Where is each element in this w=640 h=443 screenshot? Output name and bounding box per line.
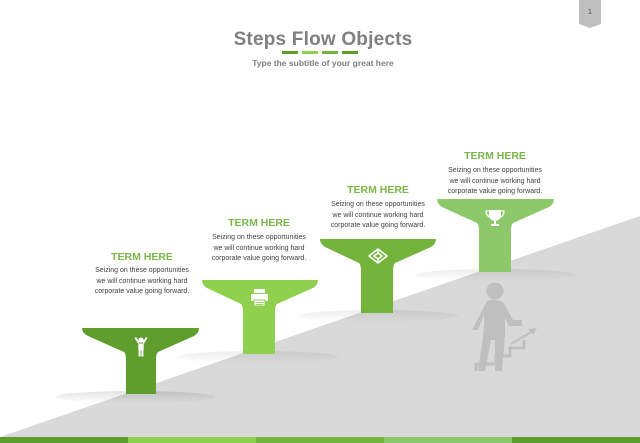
step-4-desc-line-2: we will continue working hard bbox=[449, 177, 541, 185]
step-2-description: Seizing on these opportunities we will c… bbox=[194, 233, 324, 265]
strip-segment-3 bbox=[256, 437, 384, 443]
step-4-funnel bbox=[437, 199, 554, 272]
trophy-icon bbox=[485, 210, 505, 226]
step-1-shadow bbox=[55, 391, 215, 403]
step-3-desc-line-1: Seizing on these opportunities bbox=[331, 201, 425, 208]
underline-segment-2 bbox=[302, 51, 318, 54]
strip-segment-1 bbox=[0, 437, 128, 443]
page-title: Steps Flow Objects bbox=[233, 29, 413, 50]
step-4-desc-line-3: corporate value going forward. bbox=[447, 188, 543, 195]
codepen-icon bbox=[368, 248, 388, 264]
step-3-desc-line-2: we will continue working hard bbox=[332, 211, 424, 219]
step-3-desc-line-3: corporate value going forward. bbox=[330, 222, 426, 229]
step-3-shadow bbox=[298, 310, 458, 322]
step-2-desc-line-2: we will continue working hard bbox=[213, 244, 305, 252]
step-4-desc-line-1: Seizing on these opportunities bbox=[448, 167, 542, 174]
step-2-shadow bbox=[178, 351, 338, 363]
step-4-description: Seizing on these opportunities we will c… bbox=[430, 166, 560, 198]
step-4-shadow bbox=[416, 269, 576, 281]
step-3-description: Seizing on these opportunities we will c… bbox=[313, 200, 443, 232]
step-3-term: TERM HERE bbox=[347, 184, 409, 196]
underline-segment-3 bbox=[322, 51, 338, 54]
step-2-desc-line-3: corporate value going forward. bbox=[211, 255, 307, 262]
page-number: 1 bbox=[588, 9, 592, 16]
step-4-term: TERM HERE bbox=[464, 150, 526, 162]
printer-icon bbox=[251, 289, 268, 307]
step-2-desc-line-1: Seizing on these opportunities bbox=[212, 234, 306, 241]
strip-segment-2 bbox=[128, 437, 256, 443]
step-1-term: TERM HERE bbox=[111, 251, 173, 263]
underline-segment-4 bbox=[342, 51, 358, 54]
step-2-term: TERM HERE bbox=[228, 217, 290, 229]
step-1-description: Seizing on these opportunities we will c… bbox=[77, 266, 207, 298]
step-1-desc-line-1: Seizing on these opportunities bbox=[95, 267, 189, 274]
strip-segment-5 bbox=[512, 437, 640, 443]
climbing-stairs-person-icon bbox=[472, 282, 537, 371]
person-icon bbox=[134, 337, 148, 357]
title-underline bbox=[282, 51, 372, 55]
step-1-funnel bbox=[82, 328, 199, 394]
step-1-desc-line-3: corporate value going forward. bbox=[94, 288, 190, 295]
strip-segment-4 bbox=[384, 437, 512, 443]
page-number-tab bbox=[579, 0, 601, 28]
page-subtitle: Type the subtitle of your great here bbox=[252, 58, 394, 68]
underline-segment-1 bbox=[282, 51, 298, 54]
step-1-desc-line-2: we will continue working hard bbox=[96, 277, 188, 285]
step-3-funnel bbox=[320, 239, 436, 313]
step-2-funnel bbox=[202, 280, 318, 354]
bottom-color-strip bbox=[0, 437, 640, 443]
